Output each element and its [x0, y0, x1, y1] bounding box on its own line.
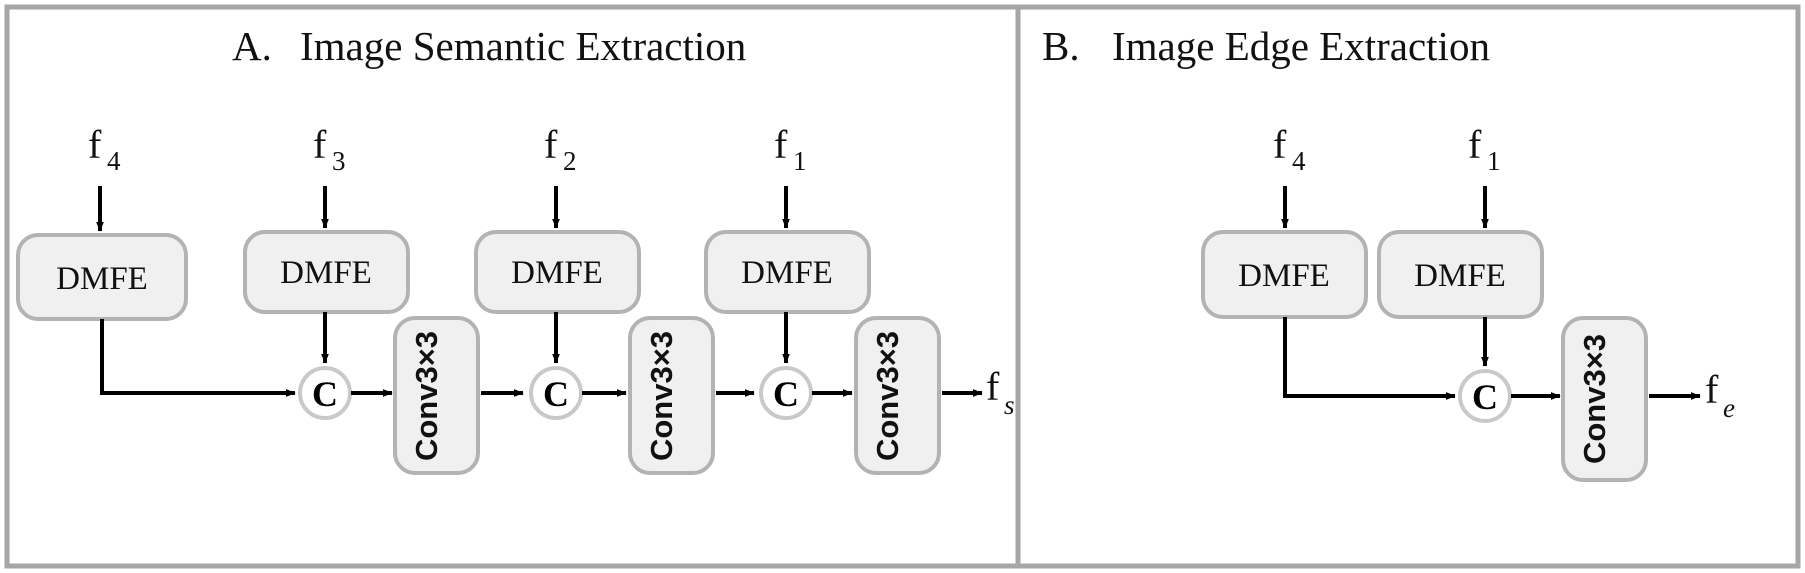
panel-a-input-f3: f 3	[313, 122, 346, 176]
conv-block-2[interactable]: Conv3×3	[628, 316, 715, 475]
input-label-f2-base: f	[544, 122, 558, 167]
input-label-f1-base: f	[774, 122, 788, 167]
panel-a-letter: A.	[232, 23, 272, 69]
dmfe-block-2-label: DMFE	[280, 255, 372, 291]
dmfe-block-b2-rect[interactable]	[1377, 230, 1544, 319]
concat-node-1-circle[interactable]	[298, 366, 352, 420]
concat-node-2-label: C	[543, 374, 569, 414]
dmfe-block-b1-label: DMFE	[1238, 258, 1330, 294]
conv-block-2-label: Conv3×3	[644, 331, 679, 461]
path-dmfe1-to-concat1	[100, 319, 296, 397]
input-label-f4-sub: 4	[107, 146, 121, 176]
dmfe-block-b1[interactable]: DMFE	[1201, 230, 1368, 319]
conv-block-b1[interactable]: Conv3×3	[1561, 316, 1648, 482]
dmfe-block-1-label: DMFE	[56, 261, 148, 297]
panel-b-output-fe: f e	[1705, 367, 1735, 423]
dmfe-block-4-label: DMFE	[741, 255, 833, 291]
conv-block-b1-rect[interactable]	[1561, 316, 1648, 482]
input-label-f2-sub: 2	[563, 146, 577, 176]
conv-block-3-label: Conv3×3	[870, 331, 905, 461]
concat-node-3-circle[interactable]	[759, 366, 813, 420]
conv-block-3-rect[interactable]	[854, 316, 941, 475]
output-label-fe-base: f	[1705, 367, 1719, 412]
output-label-fe-sub: e	[1723, 393, 1735, 423]
concat-node-2[interactable]: C	[529, 366, 583, 420]
input-b-label-f1-sub: 1	[1487, 146, 1501, 176]
dmfe-block-4[interactable]: DMFE	[704, 230, 871, 314]
output-label-fs-base: f	[986, 364, 1000, 409]
conv-block-2-rect[interactable]	[628, 316, 715, 475]
dmfe-block-b2-label: DMFE	[1414, 258, 1506, 294]
conv-block-1[interactable]: Conv3×3	[393, 316, 480, 475]
concat-node-3-label: C	[773, 374, 799, 414]
dmfe-block-3-label: DMFE	[511, 255, 603, 291]
concat-node-b1[interactable]: C	[1458, 369, 1512, 423]
panel-b-title: Image Edge Extraction	[1112, 23, 1490, 69]
panel-a-input-f2: f 2	[544, 122, 577, 176]
concat-node-b1-label: C	[1472, 377, 1498, 417]
panel-b-letter: B.	[1042, 23, 1080, 69]
dmfe-block-3[interactable]: DMFE	[474, 230, 641, 314]
conv-block-b1-label: Conv3×3	[1577, 334, 1612, 464]
figure-outer-frame	[4, 4, 1801, 569]
conv-block-1-label: Conv3×3	[409, 331, 444, 461]
concat-node-1[interactable]: C	[298, 366, 352, 420]
concat-node-b1-circle[interactable]	[1458, 369, 1512, 423]
concat-node-2-circle[interactable]	[529, 366, 583, 420]
panel-a-title: Image Semantic Extraction	[300, 23, 746, 69]
input-b-label-f4-sub: 4	[1292, 146, 1306, 176]
input-label-f4-base: f	[88, 122, 102, 167]
panel-a-input-f4: f 4	[88, 122, 121, 176]
conv-block-1-rect[interactable]	[393, 316, 480, 475]
concat-node-1-label: C	[312, 374, 338, 414]
input-label-f1-sub: 1	[793, 146, 807, 176]
input-b-label-f1-base: f	[1468, 122, 1482, 167]
panel-b-input-f4: f 4	[1273, 122, 1306, 176]
panel-b-input-f1: f 1	[1468, 122, 1501, 176]
dmfe-block-2[interactable]: DMFE	[243, 230, 410, 314]
concat-node-3[interactable]: C	[759, 366, 813, 420]
output-label-fs-sub: s	[1004, 390, 1015, 420]
input-label-f3-sub: 3	[332, 146, 346, 176]
panel-a-output-fs: f s	[986, 364, 1015, 420]
input-b-label-f4-base: f	[1273, 122, 1287, 167]
dmfe-block-1[interactable]: DMFE	[16, 233, 188, 321]
path-dmfe-b1-to-concat	[1283, 317, 1456, 400]
input-label-f3-base: f	[313, 122, 327, 167]
dmfe-block-b2[interactable]: DMFE	[1377, 230, 1544, 319]
conv-block-3[interactable]: Conv3×3	[854, 316, 941, 475]
panel-a-input-f1: f 1	[774, 122, 807, 176]
